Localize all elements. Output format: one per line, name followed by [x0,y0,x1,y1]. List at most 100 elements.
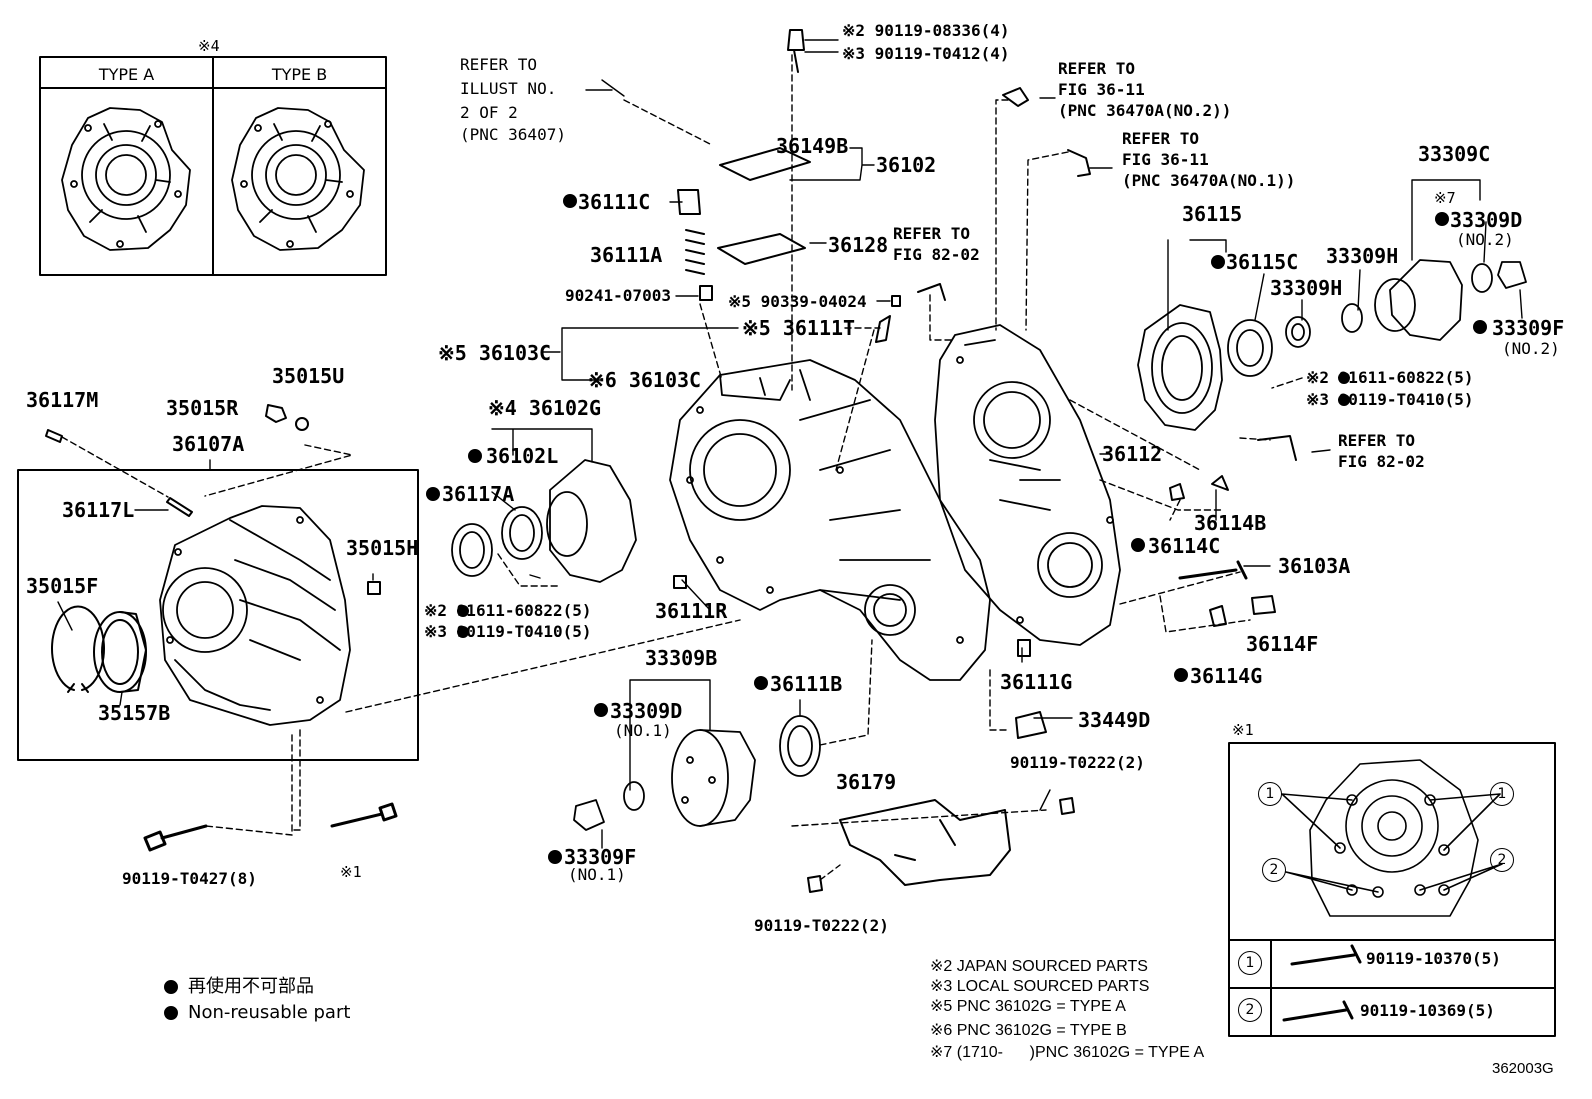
refer-illust-line2: ILLUST NO. [460,79,557,98]
part-33309f-no2-sub: (NO.2) [1502,339,1560,358]
plug-illustration [265,404,287,423]
part-90119-t0412: ※3 90119-T0412(4) [842,44,1010,63]
part-36179: 36179 [836,770,897,794]
part-36103c-a: ※5 36103C [438,341,552,365]
part-90339-04024: ※5 90339-04024 [728,292,867,311]
inset-row2-number: 2 [1238,998,1262,1022]
part-36107a: 36107A [172,432,245,456]
part-33309f-no2: 33309F [1492,316,1565,340]
refer-fig3611-no1-line1: REFER TO [1122,129,1200,148]
part-33309d-no1: 33309D [610,699,683,723]
bolt-illustration [143,824,208,852]
part-36102: 36102 [876,153,937,177]
part-36102l: 36102L [486,444,559,468]
refer-illust-line1: REFER TO [460,55,538,74]
legend-english: Non-reusable part [188,1002,351,1023]
part-36117a: 36117A [442,482,515,506]
part-36111b: 36111B [770,672,843,696]
part-90119-t0222-a: 90119-T0222(2) [1010,753,1145,772]
refer-fig3611-no2-line1: REFER TO [1058,59,1136,78]
part-36111r: 36111R [655,599,728,623]
part-33449d: 33449D [1078,708,1151,732]
part-36111g: 36111G [1000,670,1073,694]
figure-id: 362003G [1492,1060,1554,1077]
inset-callout-1-right: 1 [1490,782,1514,806]
flange-rear-illustration [1341,259,1527,341]
part-33309d-no2-mark: ※7 [1434,189,1456,207]
part-35015r: 35015R [166,396,239,420]
part-36114g: 36114G [1190,664,1263,688]
part-36111c: 36111C [578,190,651,214]
inset-case-illustration [1281,759,1503,917]
note-japan-sourced: ※2 JAPAN SOURCED PARTS [930,958,1148,975]
part-33309c: 33309C [1418,142,1491,166]
part-36114c: 36114C [1148,534,1221,558]
refer-fig8202-top-line1: REFER TO [893,224,971,243]
seal-housing-illustration [451,459,637,583]
part-91611-60822-left: ※2 91611-60822(5) [424,601,592,620]
part-33309b: 33309B [645,646,718,670]
part-35015h: 35015H [346,536,419,560]
mark-1-bolts: ※1 [340,863,362,881]
clip-illustration [1002,87,1029,107]
part-36149b: 36149B [776,134,849,158]
part-36115: 36115 [1182,202,1243,226]
note-local-sourced: ※3 LOCAL SOURCED PARTS [930,978,1150,995]
part-90241-07003: 90241-07003 [565,286,671,305]
note-date-type-a: ※7 (1710- )PNC 36102G = TYPE A [930,1044,1205,1061]
part-33309f-no1: 33309F [564,845,637,869]
part-36112: 36112 [1102,442,1163,466]
part-36117m: 36117M [26,388,99,412]
inset-row2-part: 90119-10369(5) [1360,1001,1495,1020]
part-90119-t0410-left: ※3 90119-T0410(5) [424,622,592,641]
part-35015f: 35015F [26,574,99,598]
refer-fig3611-no2-line2: FIG 36-11 [1058,80,1145,99]
part-36103a: 36103A [1278,554,1351,578]
legend-dot-jp [164,980,178,994]
note-type-b: ※6 PNC 36102G = TYPE B [930,1022,1127,1039]
part-36114f: 36114F [1246,632,1319,656]
pin-illustration [45,429,63,443]
spring-illustration [685,229,705,275]
part-90119-t0410-right: ※3 90119-T0410(5) [1306,390,1474,409]
part-36111t: ※5 36111T [742,316,856,340]
inset-types-mark: ※4 [198,37,220,55]
cover-plate-illustration [719,147,811,181]
type-a-header: TYPE A [98,65,155,84]
inset-callout-2-right: 2 [1490,848,1514,872]
inset-bolts-frame [1228,742,1556,1037]
inset-row1-part: 90119-10370(5) [1366,949,1501,968]
type-a-housing-illustration [61,107,191,251]
bracket-illustration [839,799,1011,886]
part-36128: 36128 [828,233,889,257]
flange-front-illustration [573,715,821,831]
snap-ring-illustration [51,605,105,691]
front-case-illustration [934,324,1121,646]
legend-dot-en [164,1006,178,1020]
part-36111a: 36111A [590,243,663,267]
part-36103c-b: ※6 36103C [588,368,702,392]
refer-fig8202-top-line2: FIG 82-02 [893,245,980,264]
type-b-housing-illustration [231,107,365,251]
part-90119-08336: ※2 90119-08336(4) [842,21,1010,40]
refer-fig3611-no2-line3: (PNC 36470A(NO.2)) [1058,101,1232,120]
part-35015u: 35015U [272,364,345,388]
refer-illust-line3: 2 OF 2 [460,103,518,122]
inset-row1-number: 1 [1238,951,1262,975]
part-35157b: 35157B [98,701,171,725]
refer-fig3611-no1-line2: FIG 36-11 [1122,150,1209,169]
gasket-illustration [717,233,806,265]
refer-fig8202-right-line2: FIG 82-02 [1338,452,1425,471]
part-33309h-a: 33309H [1326,244,1399,268]
type-b-header: TYPE B [271,65,328,84]
part-90119-t0427: 90119-T0427(8) [122,869,257,888]
transfer-case-illustration [669,359,991,681]
refer-illust-line4: (PNC 36407) [460,125,566,144]
part-91611-60822-right: ※2 91611-60822(5) [1306,368,1474,387]
extension-housing-frame [17,469,419,761]
part-33309h-b: 33309H [1270,276,1343,300]
refer-fig3611-no1-line3: (PNC 36470A(NO.1)) [1122,171,1296,190]
part-36115c: 36115C [1226,250,1299,274]
part-36102g: ※4 36102G [488,396,602,420]
